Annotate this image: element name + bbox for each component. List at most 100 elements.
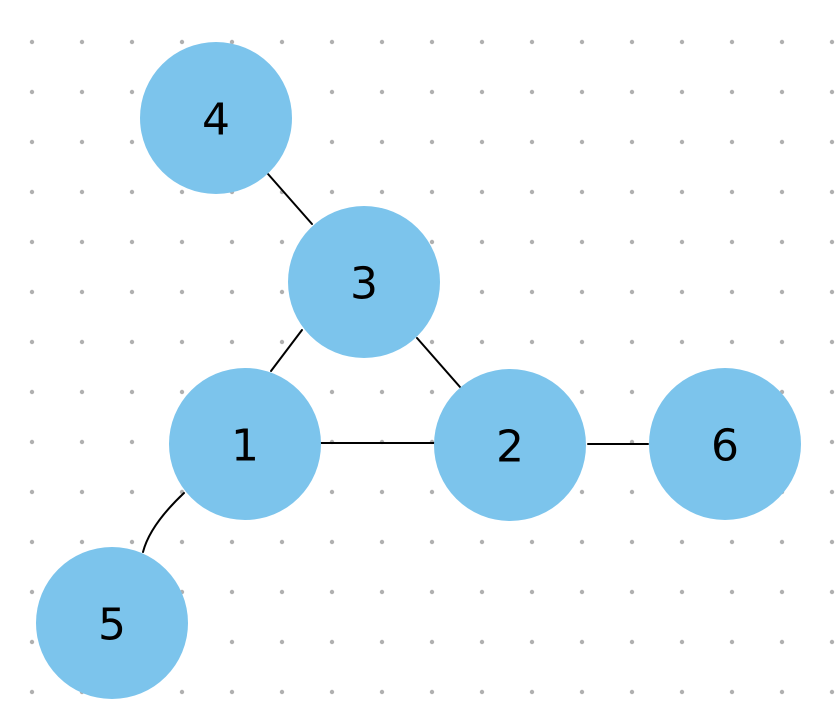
grid-dot	[29, 539, 35, 545]
grid-dot	[829, 389, 835, 395]
grid-dot	[329, 189, 335, 195]
grid-dot	[779, 589, 785, 595]
grid-dot	[429, 689, 435, 695]
grid-dot	[79, 339, 85, 345]
grid-dot	[529, 689, 535, 695]
grid-dot	[29, 589, 35, 595]
grid-dot	[379, 89, 385, 95]
grid-dot	[479, 289, 485, 295]
grid-dot	[679, 289, 685, 295]
grid-dot	[479, 339, 485, 345]
grid-dot	[379, 139, 385, 145]
grid-dot	[729, 289, 735, 295]
grid-dot	[779, 289, 785, 295]
grid-dot	[629, 589, 635, 595]
grid-dot	[229, 339, 235, 345]
grid-dot	[429, 539, 435, 545]
grid-dot	[579, 689, 585, 695]
grid-dot	[129, 239, 135, 245]
grid-dot	[79, 539, 85, 545]
node-6-label: 6	[711, 421, 739, 472]
grid-dot	[679, 139, 685, 145]
graph-node: 3	[288, 206, 440, 358]
grid-dot	[79, 439, 85, 445]
grid-dot	[429, 39, 435, 45]
grid-dot	[129, 439, 135, 445]
grid-dot	[29, 139, 35, 145]
grid-dot	[129, 89, 135, 95]
grid-dot	[29, 239, 35, 245]
grid-dot	[179, 339, 185, 345]
grid-dot	[29, 689, 35, 695]
grid-dot	[329, 89, 335, 95]
grid-dot	[29, 89, 35, 95]
grid-dot	[629, 139, 635, 145]
grid-dot	[279, 689, 285, 695]
grid-dot	[729, 539, 735, 545]
grid-dot	[479, 239, 485, 245]
grid-dot	[579, 189, 585, 195]
grid-dot	[829, 239, 835, 245]
grid-dot	[229, 539, 235, 545]
grid-dot	[479, 639, 485, 645]
graph-node: 5	[36, 547, 188, 699]
grid-dot	[129, 489, 135, 495]
grid-dot	[29, 189, 35, 195]
grid-dot	[429, 139, 435, 145]
grid-dot	[29, 39, 35, 45]
grid-dot	[129, 389, 135, 395]
grid-dot	[329, 689, 335, 695]
grid-dot	[79, 189, 85, 195]
grid-dot	[479, 539, 485, 545]
grid-dot	[679, 689, 685, 695]
grid-dot	[829, 589, 835, 595]
grid-dot	[79, 289, 85, 295]
grid-dot	[279, 589, 285, 595]
node-6[interactable]	[649, 368, 801, 520]
grid-dot	[379, 639, 385, 645]
grid-dot	[379, 389, 385, 395]
node-3-label: 3	[350, 259, 378, 310]
grid-dot	[479, 39, 485, 45]
edge-4-3	[267, 173, 313, 225]
node-5-label: 5	[98, 600, 126, 651]
grid-dot	[79, 139, 85, 145]
grid-dot	[629, 539, 635, 545]
node-1[interactable]	[169, 368, 321, 520]
grid-dot	[579, 639, 585, 645]
grid-dot	[229, 639, 235, 645]
edges-layer	[142, 173, 649, 553]
grid-dot	[829, 689, 835, 695]
grid-dot	[29, 289, 35, 295]
grid-dot	[379, 39, 385, 45]
grid-dot	[279, 289, 285, 295]
grid-dot	[429, 589, 435, 595]
grid-dot	[129, 39, 135, 45]
grid-dot	[29, 339, 35, 345]
grid-dot	[829, 39, 835, 45]
grid-dot	[629, 289, 635, 295]
grid-dot	[229, 289, 235, 295]
node-5[interactable]	[36, 547, 188, 699]
grid-dot	[629, 89, 635, 95]
grid-dot	[829, 189, 835, 195]
graph-node: 4	[140, 42, 292, 194]
edge-1-5	[142, 492, 185, 553]
grid-dot	[779, 239, 785, 245]
grid-dot	[229, 39, 235, 45]
grid-dot	[529, 639, 535, 645]
node-2[interactable]	[434, 369, 586, 521]
grid-dot	[529, 39, 535, 45]
grid-dot	[529, 239, 535, 245]
grid-dot	[829, 339, 835, 345]
grid-dot	[829, 289, 835, 295]
node-3[interactable]	[288, 206, 440, 358]
grid-dot	[179, 389, 185, 395]
grid-dot	[429, 339, 435, 345]
grid-dot	[729, 339, 735, 345]
grid-dot	[829, 539, 835, 545]
grid-dot	[579, 239, 585, 245]
node-4[interactable]	[140, 42, 292, 194]
